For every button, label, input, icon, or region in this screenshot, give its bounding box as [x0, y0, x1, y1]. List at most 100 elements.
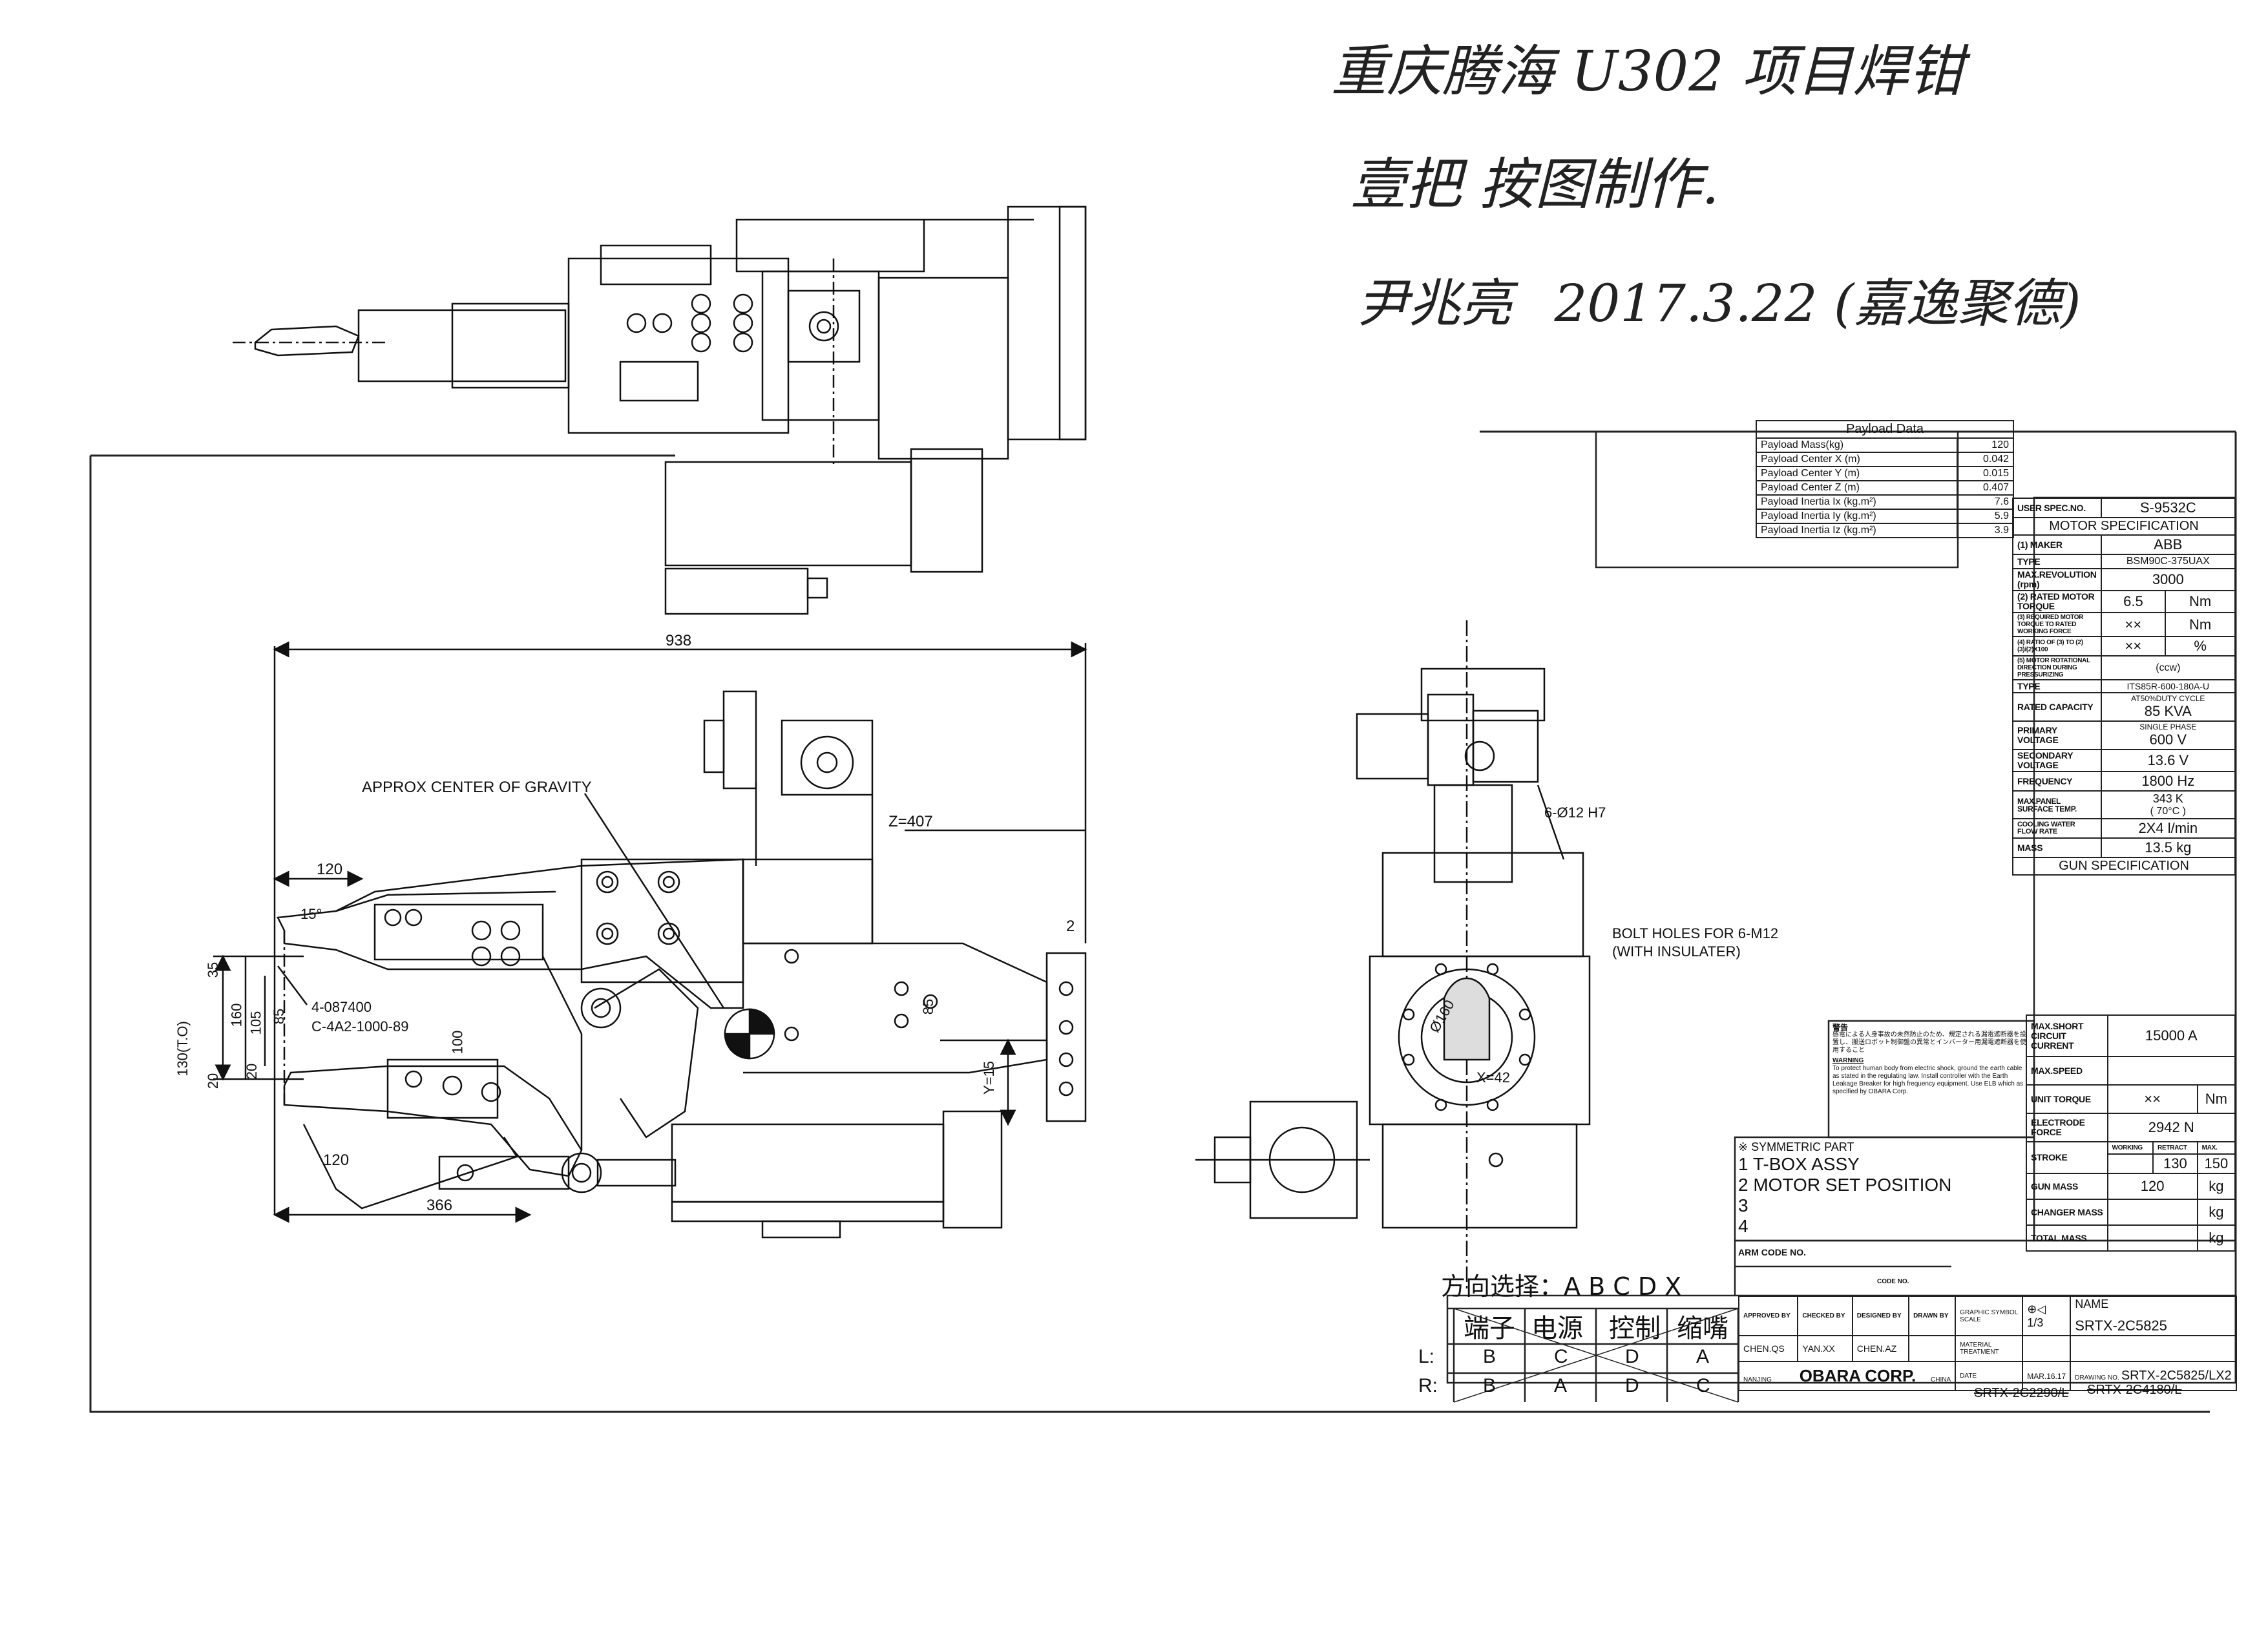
- max-temp-label: MAX.PANEL SURFACE TEMP.: [2012, 790, 2102, 819]
- payload-value: 0.407: [1956, 480, 2015, 496]
- transformer-type-value: ITS85R-600-180A-U: [2100, 679, 2236, 693]
- symmetric-item: 2 MOTOR SET POSITION: [1738, 1175, 1952, 1195]
- max-stroke-value: 150: [2196, 1153, 2236, 1174]
- dim-20-b: 20: [244, 1063, 260, 1080]
- unit-torque-label: UNIT TORQUE: [2026, 1084, 2108, 1114]
- symmetric-header: ※ SYMMETRIC PART: [1738, 1140, 1854, 1153]
- direction-cell: D: [1625, 1375, 1639, 1396]
- dim-105: 105: [247, 1011, 264, 1035]
- dim-y15: Y=15: [981, 1061, 997, 1095]
- dim-x42: X=42: [1476, 1069, 1510, 1086]
- gun-spec-header: GUN SPECIFICATION: [2012, 857, 2236, 876]
- phase-label: SINGLE PHASE: [2139, 722, 2197, 731]
- frequency-label: FREQUENCY: [2012, 771, 2102, 792]
- user-spec-value: S-9532C: [2100, 498, 2236, 518]
- symmetric-part-box: ※ SYMMETRIC PART 1 T-BOX ASSY 2 MOTOR SE…: [1738, 1140, 2029, 1237]
- bolt-holes-label: BOLT HOLES FOR 6-M12: [1612, 925, 1779, 941]
- china-label: CHINA: [1931, 1376, 1951, 1383]
- projection-icon: ⊕◁: [2027, 1302, 2046, 1316]
- arm-code-label: ARM CODE NO.: [1738, 1247, 1806, 1257]
- warning-title-jp: 警告: [1832, 1024, 1849, 1032]
- unit-torque-unit: Nm: [2196, 1084, 2236, 1114]
- scale-value: 1/3: [2027, 1316, 2044, 1329]
- handwritten-note: (嘉逸聚德): [1834, 273, 2081, 333]
- secondary-voltage-value: 13.6 V: [2100, 749, 2236, 772]
- payload-label: Payload Inertia Iz (kg.m²): [1756, 523, 1958, 538]
- gun-mass-label: GUN MASS: [2026, 1173, 2108, 1200]
- max-label: MAX.: [2196, 1141, 2236, 1155]
- dim-2: 2: [1066, 918, 1075, 935]
- max-short-label: MAX.SHORT CIRCUIT CURRENT: [2026, 1014, 2108, 1057]
- superseded-drawing-2: SRTX-2C4180/L: [2087, 1383, 2182, 1397]
- payload-label: Payload Center Z (m): [1756, 480, 1958, 496]
- scale-label: SCALE: [1960, 1316, 1981, 1323]
- payload-value: 3.9: [1956, 523, 2015, 538]
- payload-value: 120: [1956, 437, 2015, 453]
- handwritten-line-3: 尹兆亮 2017.3.22 (嘉逸聚德): [1357, 262, 2081, 337]
- payload-label: Payload Inertia Ix (kg.m²): [1756, 494, 1958, 510]
- direction-header: 控制: [1609, 1314, 1661, 1343]
- spec-column: USER SPEC.NO.S-9532C MOTOR SPECIFICATION…: [2012, 498, 2236, 876]
- maker-value: ABB: [2100, 534, 2236, 555]
- dim-35: 35: [205, 961, 222, 978]
- side-view: [213, 641, 1087, 1239]
- handwritten-line-1: 重庆腾海 U302 项目焊钳: [1331, 39, 1964, 104]
- payload-title: Payload Data: [1756, 420, 2014, 439]
- dim-160: 160: [228, 1003, 245, 1027]
- designed-name: CHEN.AZ: [1851, 1335, 1910, 1362]
- total-mass-unit: kg: [2196, 1224, 2236, 1252]
- warning-text-en: To protect human body from electric shoc…: [1832, 1065, 2024, 1095]
- superseded-drawing-1: SRTX-2C2290/L: [1974, 1386, 2069, 1400]
- required-torque-unit: Nm: [2165, 612, 2236, 637]
- payload-value: 5.9: [1956, 509, 2015, 524]
- cog-label: APPROX CENTER OF GRAVITY: [362, 779, 592, 796]
- working-label: WORKING: [2106, 1141, 2154, 1155]
- gun-mass-unit: kg: [2196, 1173, 2236, 1200]
- handwritten-line-2: 壹把 按图制作.: [1350, 152, 1719, 217]
- symmetric-item: 3: [1738, 1195, 1748, 1215]
- stroke-label: STROKE: [2026, 1141, 2108, 1174]
- dim-120-bottom: 120: [323, 1151, 350, 1169]
- user-spec-label: USER SPEC.NO.: [2012, 498, 2102, 518]
- primary-voltage-label: PRIMARY VOLTAGE: [2012, 720, 2102, 750]
- warning-box: 警告 感電による人身事故の未然防止のため、規定される漏電遮断器を設置し、搬送ロボ…: [1832, 1024, 2030, 1135]
- drawing-no-value: SRTX-2C5825/LX2: [2121, 1369, 2232, 1383]
- payload-value: 7.6: [1956, 494, 2015, 510]
- drawn-label: DRAWN BY: [1908, 1296, 1957, 1336]
- symmetric-item: 4: [1738, 1216, 1748, 1236]
- direction-cell: D: [1625, 1346, 1639, 1367]
- insulater-label: (WITH INSULATER): [1612, 943, 1741, 960]
- primary-voltage-value: 600 V: [2149, 731, 2187, 748]
- material-label: MATERIAL: [1960, 1341, 1992, 1349]
- dim-overall-width: 938: [666, 632, 692, 649]
- direction-header: 端子: [1464, 1314, 1515, 1343]
- payload-label: Payload Center Y (m): [1756, 466, 1958, 481]
- cooling-label: COOLING WATER FLOW RATE: [2012, 818, 2102, 839]
- maker-label: (1) MAKER: [2012, 534, 2102, 555]
- rated-capacity-label: RATED CAPACITY: [2012, 692, 2102, 722]
- drawing-border: [89, 430, 2237, 1413]
- direction-cell: C: [1696, 1375, 1710, 1396]
- electrode-value: 2942 N: [2106, 1113, 2236, 1142]
- dim-120-top: 120: [317, 861, 343, 878]
- warning-title-en: WARNING: [1832, 1057, 1864, 1064]
- drawing-no-label: DRAWING NO.: [2075, 1374, 2119, 1381]
- name-value: SRTX-2C5825: [2075, 1318, 2167, 1334]
- direction-title: 方向选择：A B C D X: [1441, 1272, 1682, 1301]
- gun-mass-value: 120: [2106, 1173, 2198, 1200]
- dim-angle: 15°: [300, 906, 322, 922]
- graphic-label: GRAPHIC SYMBOL: [1960, 1308, 2019, 1316]
- working-value: 130: [2152, 1153, 2198, 1174]
- treatment-label: TREATMENT: [1960, 1349, 1999, 1356]
- nanjing-label: NANJING: [1743, 1376, 1772, 1383]
- title-block-lines: [1446, 430, 2237, 1403]
- code-no-label: CODE NO.: [1877, 1278, 1909, 1285]
- approved-name: CHEN.QS: [1738, 1335, 1799, 1362]
- checked-name: YAN.XX: [1797, 1335, 1853, 1362]
- frequency-value: 1800 Hz: [2100, 771, 2236, 792]
- dim-holes: 6-Ø12 H7: [1544, 804, 1606, 821]
- payload-value: 0.015: [1956, 466, 2015, 481]
- max-temp-value-2: ( 70°C ): [2150, 806, 2186, 817]
- max-short-value: 15000 A: [2106, 1014, 2236, 1057]
